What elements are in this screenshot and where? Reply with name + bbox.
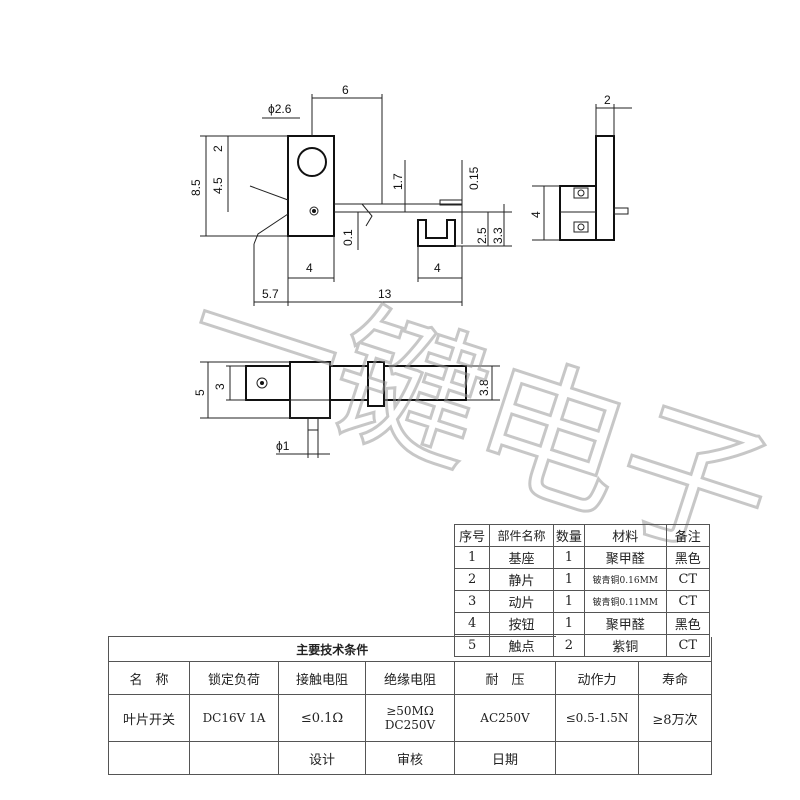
bv-left-tab <box>245 365 291 401</box>
mounting-hole <box>297 147 327 177</box>
rivet <box>309 206 319 216</box>
parts-header-row: 序号 部件名称 数量 材料 备注 <box>453 524 711 547</box>
spec-header-row: 名 称 锁定负荷 接触电阻 绝缘电阻 耐 压 动作力 寿命 <box>108 661 712 695</box>
bv-dim-3-8: 3.8 <box>477 379 491 396</box>
side-slot-top <box>573 187 589 199</box>
dim-8-5: 8.5 <box>189 179 203 196</box>
left-leaf-top <box>249 185 289 201</box>
parts-header-name: 部件名称 <box>489 524 554 547</box>
dim-3-3: 3.3 <box>491 227 505 244</box>
table-row: 4 按钮 1 聚甲醛 黑色 <box>453 612 711 635</box>
dim-0-1: 0.1 <box>341 229 355 246</box>
side-plate <box>595 135 615 241</box>
table-row: 3 动片 1 铍青铜0.11MM CT <box>453 590 711 613</box>
dim-5-7: 5.7 <box>262 287 279 301</box>
dim-4-left: 4 <box>306 261 313 275</box>
side-view: 2 4 <box>529 93 632 241</box>
dim-2: 2 <box>211 145 225 152</box>
parts-header-note: 备注 <box>665 524 711 547</box>
dim-6: 6 <box>342 83 349 97</box>
rivet-center <box>312 209 316 213</box>
table-row: 2 静片 1 铍青铜0.16MM CT <box>453 568 711 591</box>
bv-pin <box>307 417 319 431</box>
dim-4-right: 4 <box>434 261 441 275</box>
dim-13: 13 <box>378 287 392 301</box>
dim-hole-diameter: ϕ2.6 <box>268 102 292 116</box>
bv-mid <box>329 365 369 401</box>
contact-bend <box>361 203 373 227</box>
side-slot-bottom <box>573 221 589 233</box>
parts-header-material: 材料 <box>583 524 667 547</box>
table-row: 1 基座 1 聚甲醛 黑色 <box>453 546 711 569</box>
side-pin <box>613 207 629 215</box>
spec-title: 主要技术条件 <box>108 636 556 662</box>
spec-table: 主要技术条件 名 称 锁定负荷 接触电阻 绝缘电阻 耐 压 动作力 寿命 叶片开… <box>108 636 712 775</box>
side-dim-2: 2 <box>604 93 611 107</box>
bv-dim-3: 3 <box>213 383 227 390</box>
dim-1-7: 1.7 <box>391 173 405 190</box>
dim-2-5: 2.5 <box>475 227 489 244</box>
front-view: 6 ϕ2.6 2 8.5 4.5 1.7 0.15 0.1 2.5 3.3 4 … <box>189 83 512 306</box>
side-body <box>559 185 597 241</box>
bottom-view: 5 3 3.8 ϕ1 <box>193 361 500 458</box>
dim-4-5: 4.5 <box>211 177 225 194</box>
button-hook <box>417 219 456 247</box>
parts-header-qty: 数量 <box>552 524 585 547</box>
left-leaf-bottom <box>253 213 289 245</box>
dim-0-15: 0.15 <box>467 166 481 190</box>
spec-value-row: 叶片开关 DC16V 1A ≤0.1Ω ≥50MΩ DC250V AC250V … <box>108 694 712 742</box>
spec-footer-row: 设计 审核 日期 <box>108 741 712 775</box>
bv-pin-diameter: ϕ1 <box>276 439 290 453</box>
side-dim-4: 4 <box>529 211 543 218</box>
parts-header-no: 序号 <box>453 524 491 547</box>
bv-right-arm <box>383 365 467 401</box>
spec-title-row: 主要技术条件 <box>108 636 712 662</box>
bv-dim-5: 5 <box>193 389 207 396</box>
